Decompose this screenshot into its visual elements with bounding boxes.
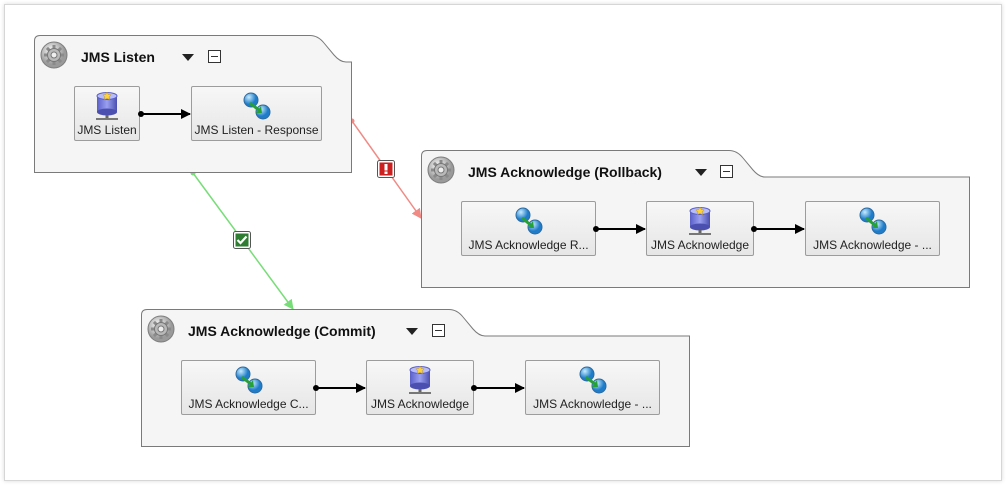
- node-label: JMS Acknowledge: [650, 238, 750, 252]
- group-jms-acknowledge-commit[interactable]: JMS Acknowledge (Commit) JMS Acknowledge…: [141, 309, 690, 447]
- internal-arrows: [138, 109, 191, 119]
- transfer-icon: [512, 206, 546, 236]
- transfer-icon: [856, 206, 890, 236]
- group-title: JMS Acknowledge (Commit): [188, 323, 376, 339]
- node-label: JMS Acknowledge - ...: [533, 397, 652, 411]
- node-jms-acknowledge[interactable]: JMS Acknowledge: [366, 360, 474, 415]
- node-label: JMS Acknowledge: [370, 397, 470, 411]
- node-jms-acknowledge-response[interactable]: JMS Acknowledge - ...: [805, 201, 940, 256]
- node-label: JMS Acknowledge C...: [188, 397, 309, 411]
- transfer-icon: [240, 91, 274, 121]
- node-jms-acknowledge[interactable]: JMS Acknowledge: [646, 201, 754, 256]
- node-label: JMS Listen - Response: [194, 123, 319, 137]
- node-label: JMS Listen: [77, 123, 137, 137]
- node-jms-acknowledge-commit[interactable]: JMS Acknowledge C...: [181, 360, 316, 415]
- chevron-down-icon[interactable]: [182, 54, 194, 61]
- database-icon: [90, 91, 124, 121]
- group-title: JMS Acknowledge (Rollback): [468, 164, 662, 180]
- gear-icon: [40, 41, 68, 69]
- node-label: JMS Acknowledge - ...: [813, 238, 932, 252]
- database-icon: [403, 365, 437, 395]
- error-badge-icon[interactable]: [377, 160, 395, 178]
- collapse-button[interactable]: [432, 324, 445, 337]
- chevron-down-icon[interactable]: [406, 328, 418, 335]
- transfer-icon: [232, 365, 266, 395]
- chevron-down-icon[interactable]: [695, 169, 707, 176]
- gear-icon: [147, 315, 175, 343]
- collapse-button[interactable]: [720, 165, 733, 178]
- internal-arrows: [593, 224, 805, 234]
- group-jms-acknowledge-rollback[interactable]: JMS Acknowledge (Rollback) JMS Acknowled…: [421, 150, 970, 288]
- node-jms-acknowledge-response[interactable]: JMS Acknowledge - ...: [525, 360, 660, 415]
- database-icon: [683, 206, 717, 236]
- group-jms-listen[interactable]: JMS Listen JMS Listen JMS Listen - Respo…: [34, 35, 352, 173]
- node-jms-listen-response[interactable]: JMS Listen - Response: [191, 86, 322, 141]
- collapse-button[interactable]: [208, 50, 221, 63]
- node-jms-acknowledge-rollback[interactable]: JMS Acknowledge R...: [461, 201, 596, 256]
- success-check-icon[interactable]: [233, 231, 251, 249]
- internal-arrows: [313, 383, 525, 393]
- node-label: JMS Acknowledge R...: [468, 238, 589, 252]
- node-jms-listen[interactable]: JMS Listen: [74, 86, 140, 141]
- group-title: JMS Listen: [81, 49, 155, 65]
- gear-icon: [427, 156, 455, 184]
- transfer-icon: [576, 365, 610, 395]
